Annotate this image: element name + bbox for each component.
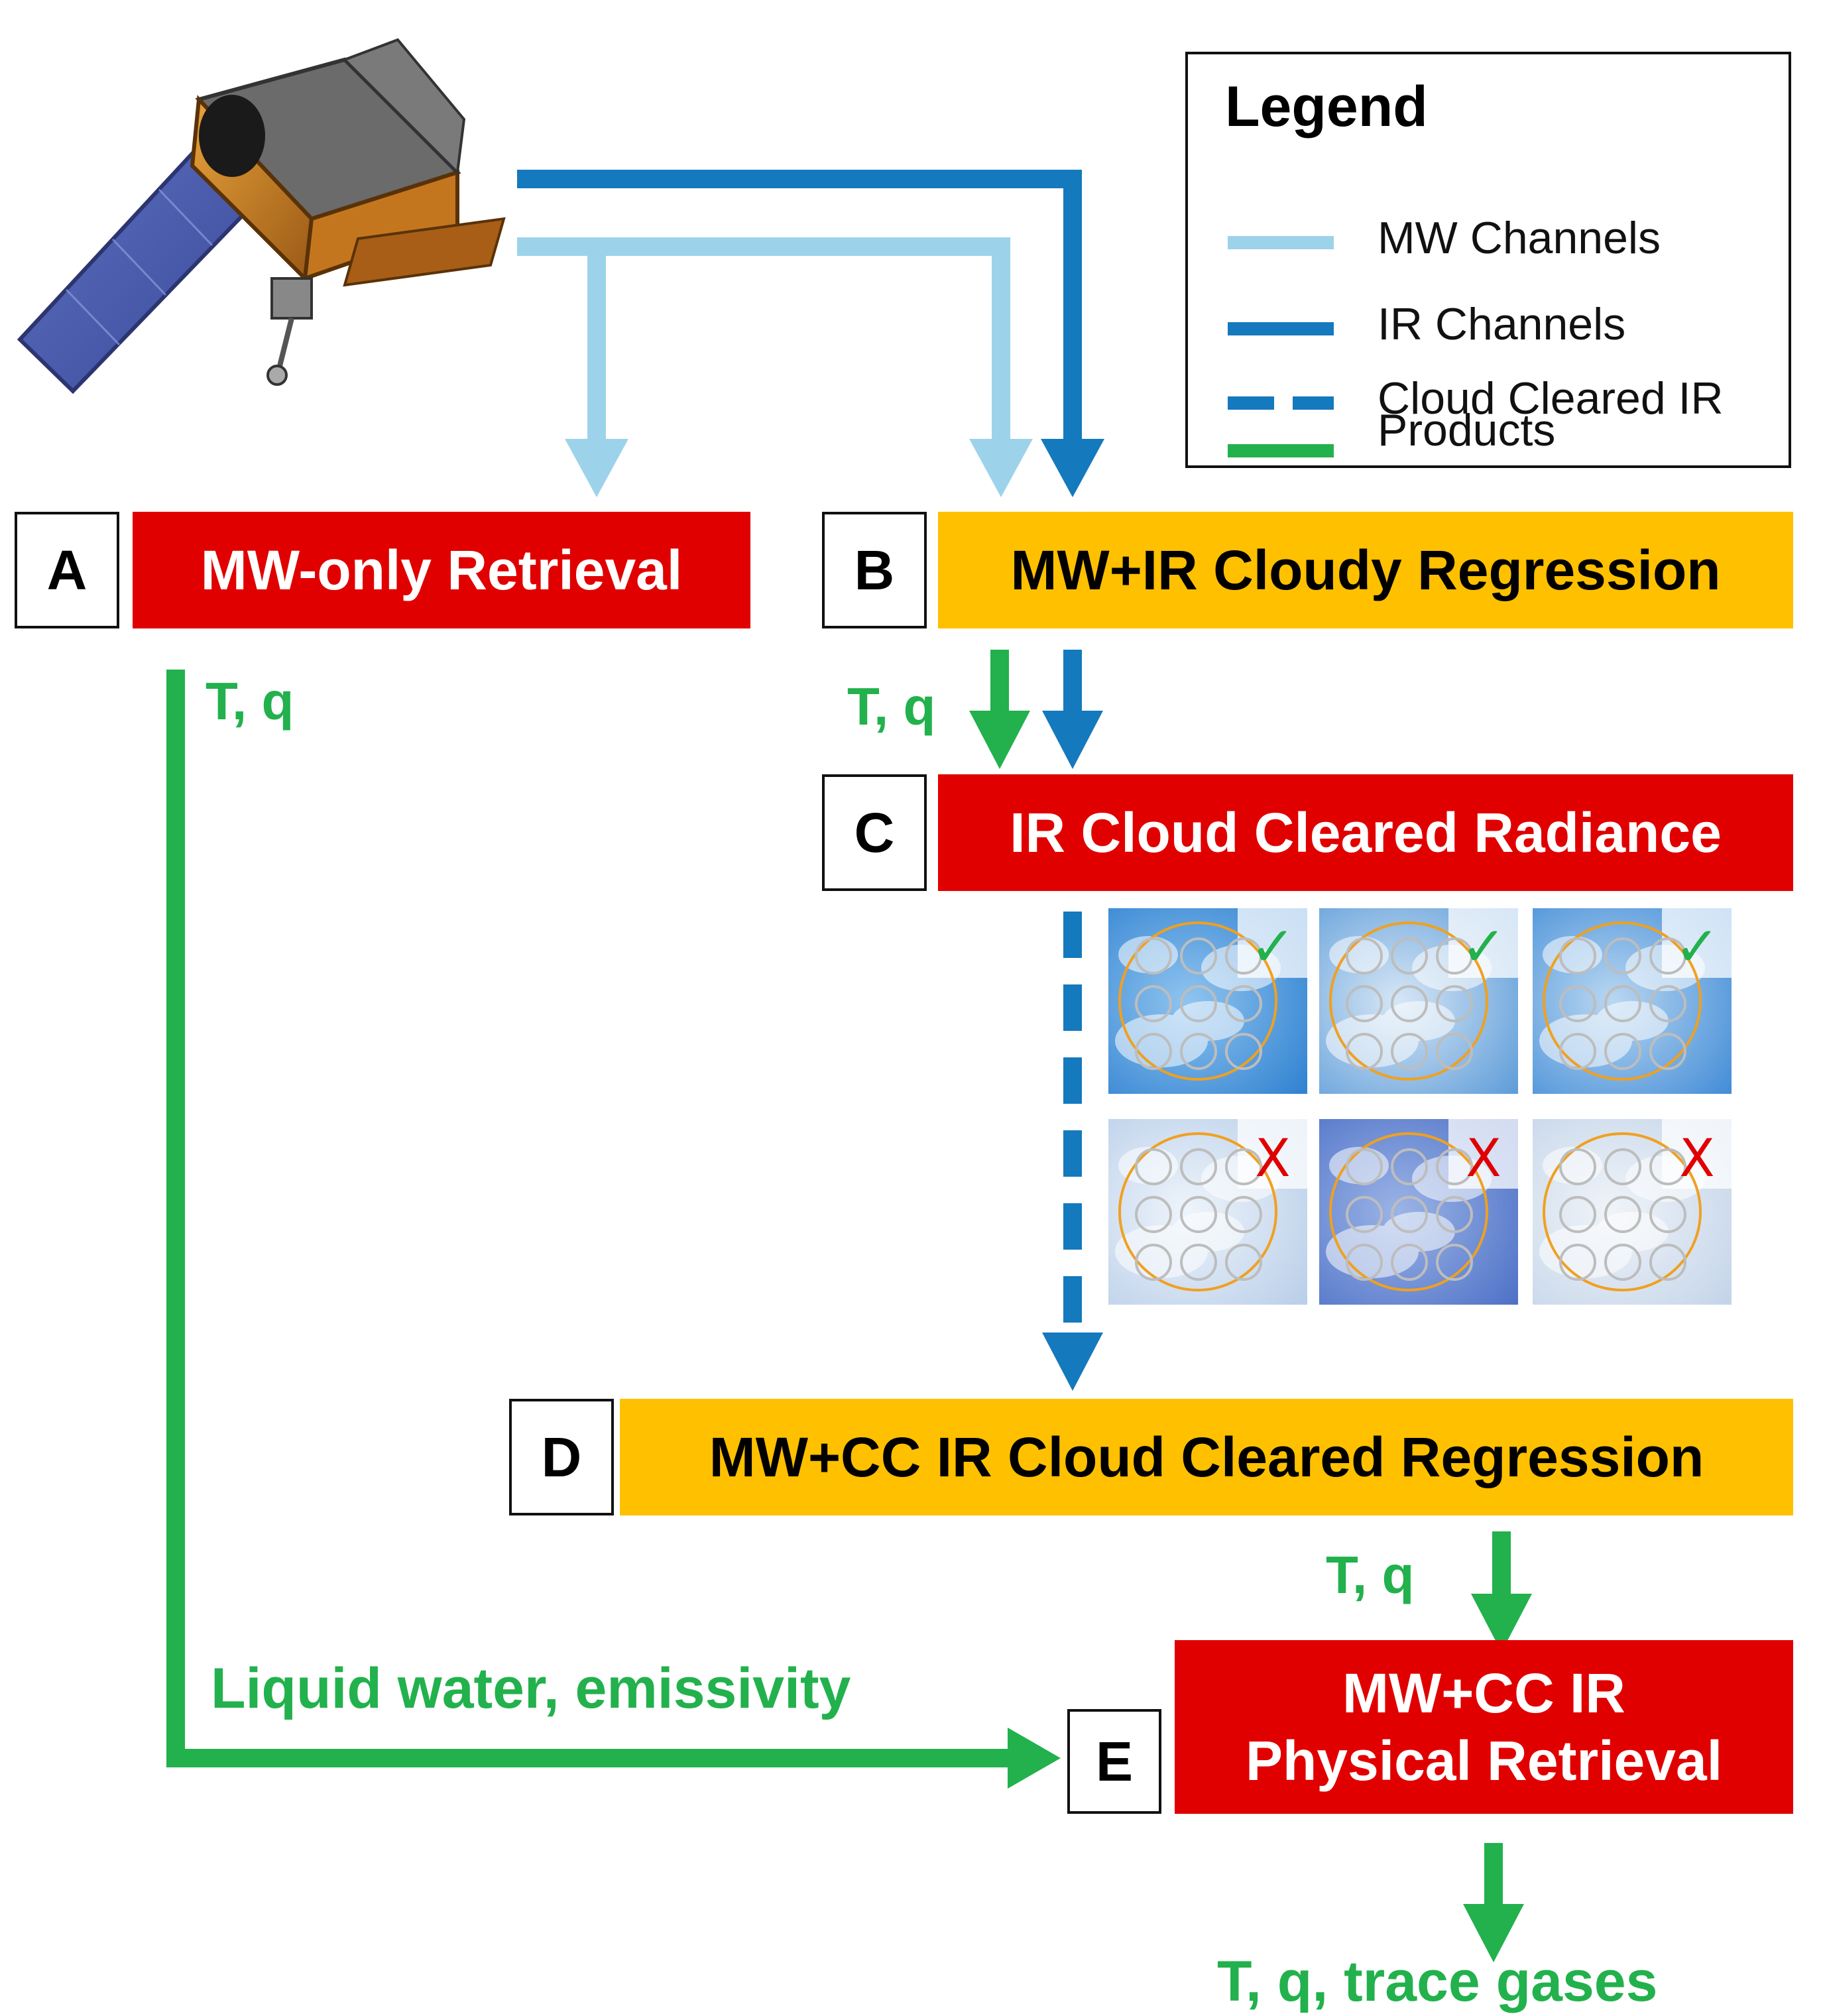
legend-line-mw: [1228, 236, 1334, 249]
ir-arrowhead-b: [1041, 439, 1104, 497]
cc-ir-arrowhead-d: [1042, 1333, 1103, 1391]
step-e-title-line1: MW+CC IR: [1342, 1661, 1625, 1724]
legend-line-cc-ir: [1228, 396, 1334, 410]
legend-label-cc-ir: Cloud Cleared IR: [1378, 373, 1724, 424]
rejected-cloud-scene: X: [1319, 1119, 1518, 1305]
product-arrowhead-final: [1463, 1904, 1524, 1962]
legend-label-ir: IR Channels: [1378, 299, 1626, 349]
check-mark-icon: ✓: [1461, 916, 1507, 978]
product-line-a-to-e: [166, 670, 1014, 1767]
product-label-b: T, q: [847, 677, 936, 736]
legend-label-mw: MW Channels: [1378, 213, 1661, 263]
step-d-letter: D: [509, 1399, 614, 1515]
step-e-physical-retrieval: MW+CC IR Physical Retrieval: [1175, 1640, 1793, 1814]
accepted-cloud-scene: ✓: [1319, 908, 1518, 1094]
product-arrowhead-c: [969, 711, 1030, 769]
legend-line-products: [1228, 444, 1334, 457]
x-mark-icon: X: [1679, 1129, 1714, 1189]
legend: Legend MW Channels IR Channels Cloud Cle…: [1185, 52, 1791, 468]
legend-line-ir: [1228, 322, 1334, 335]
legend-title: Legend: [1225, 75, 1428, 139]
step-e-title-line2: Physical Retrieval: [1245, 1730, 1723, 1792]
accepted-cloud-scene: ✓: [1108, 908, 1307, 1094]
mw-arrowhead-a: [565, 439, 628, 497]
legend-entry-mw: MW Channels: [1188, 206, 1789, 272]
product-label-final: T, q, trace gases: [1217, 1950, 1658, 2013]
product-label-a: T, q: [206, 672, 294, 731]
mw-arrowhead-b: [969, 439, 1033, 497]
x-mark-icon: X: [1466, 1129, 1501, 1189]
legend-entry-cc-ir: Cloud Cleared IR: [1188, 366, 1789, 432]
check-mark-icon: ✓: [1675, 916, 1720, 978]
ir-channel-line: [517, 170, 1082, 444]
step-c-letter: C: [822, 774, 927, 891]
ir-arrowhead-c: [1042, 711, 1103, 769]
step-a-letter: A: [15, 512, 119, 628]
step-b-letter: B: [822, 512, 927, 628]
product-label-a-to-e: Liquid water, emissivity: [211, 1657, 851, 1720]
legend-entry-products: Products: [1188, 405, 1789, 471]
mw-channel-lines: [517, 237, 1010, 444]
step-e-letter: E: [1067, 1709, 1161, 1814]
step-b-cloudy-regression: MW+IR Cloudy Regression: [938, 512, 1793, 628]
legend-label-products: Products: [1378, 405, 1556, 455]
x-mark-icon: X: [1255, 1129, 1290, 1189]
satellite-icon: [17, 38, 506, 394]
accepted-cloud-scene: ✓: [1533, 908, 1732, 1094]
check-mark-icon: ✓: [1250, 916, 1296, 978]
product-arrowhead-e-top: [1471, 1594, 1532, 1652]
product-arrowhead-e-left: [1008, 1728, 1061, 1789]
step-c-cloud-cleared-radiance: IR Cloud Cleared Radiance: [938, 774, 1793, 891]
legend-entry-ir: IR Channels: [1188, 292, 1789, 358]
step-d-cc-regression: MW+CC IR Cloud Cleared Regression: [620, 1399, 1793, 1515]
rejected-cloud-scene: X: [1108, 1119, 1307, 1305]
step-a-mw-only-retrieval: MW-only Retrieval: [133, 512, 750, 628]
product-label-d: T, q: [1326, 1545, 1415, 1604]
rejected-cloud-scene: X: [1533, 1119, 1732, 1305]
